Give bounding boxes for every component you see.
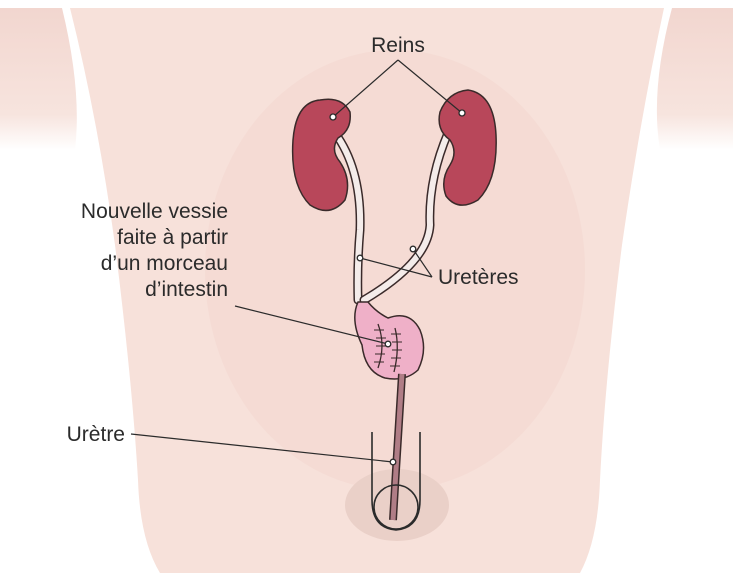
label-kidneys: Reins — [371, 34, 425, 57]
label-neobladder-line-3: d’un morceau — [101, 252, 228, 275]
label-neobladder-line-4: d’intestin — [145, 278, 228, 301]
label-urethra: Urètre — [67, 423, 125, 446]
right-arm — [657, 8, 733, 150]
left-arm — [0, 8, 77, 150]
label-neobladder-line-1: Nouvelle vessie — [81, 200, 228, 223]
label-neobladder-line-2: faite à partir — [117, 226, 228, 249]
label-ureters: Uretères — [438, 266, 519, 289]
